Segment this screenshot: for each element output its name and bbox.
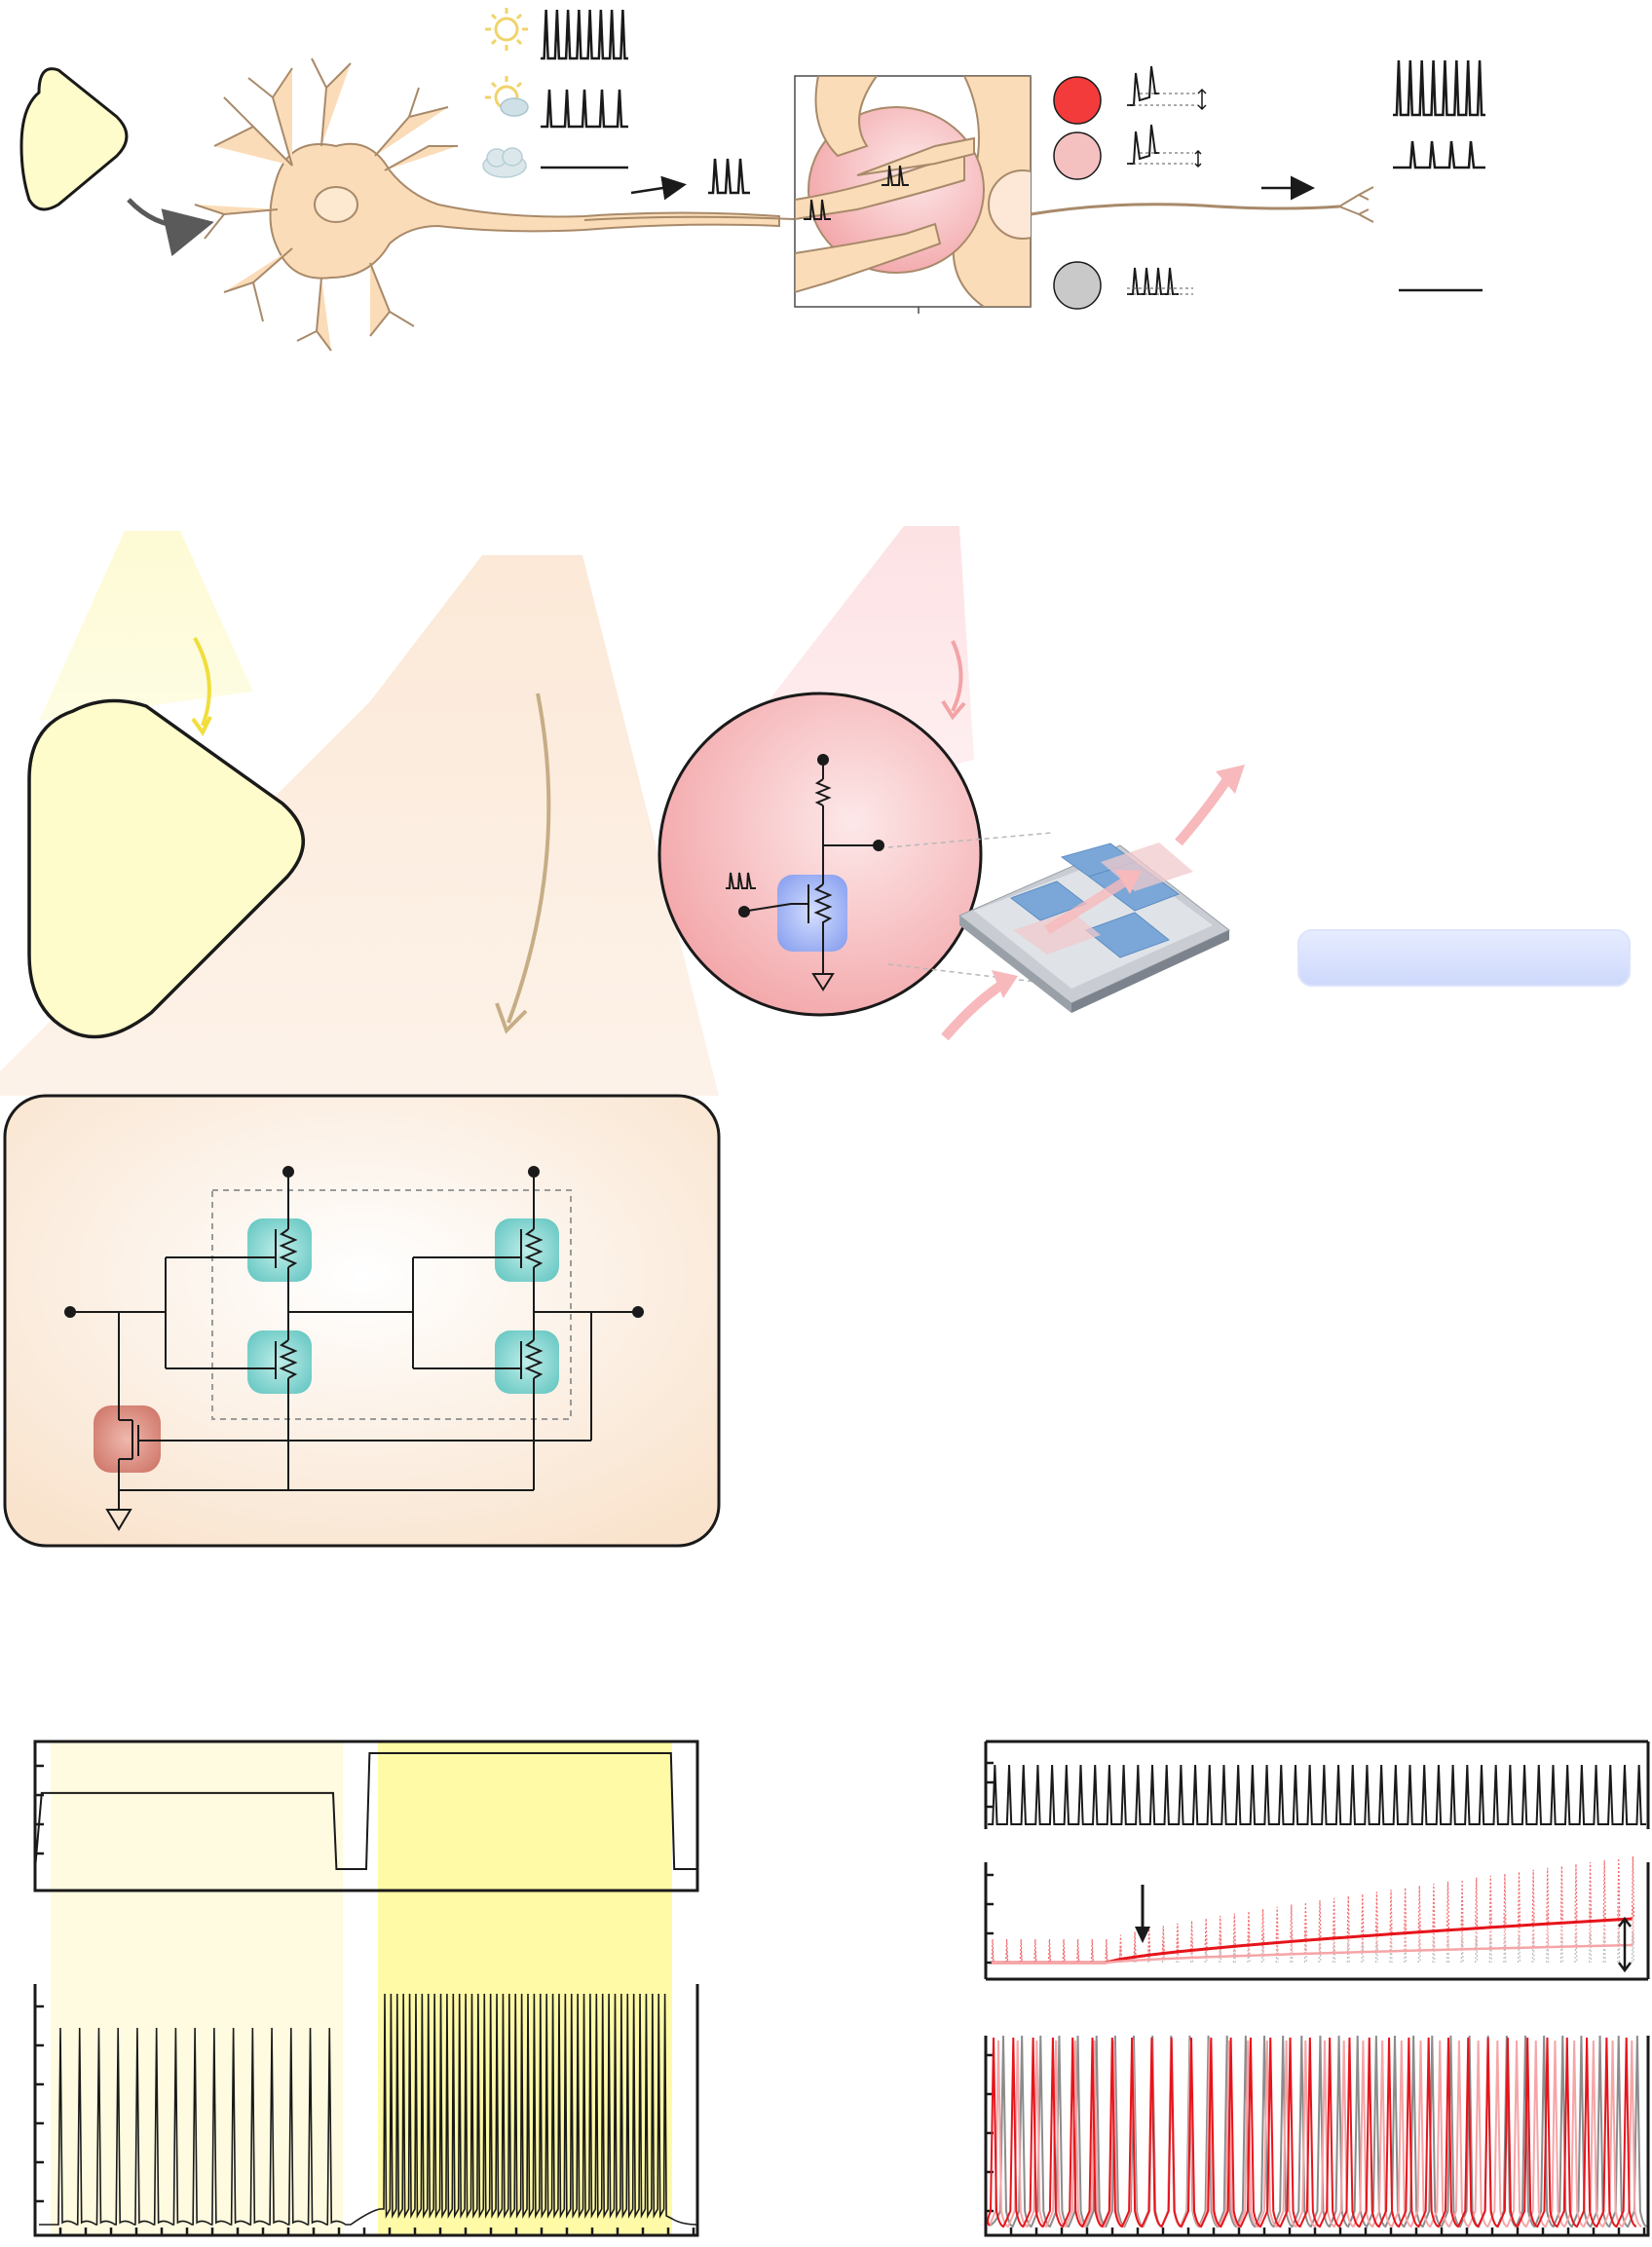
- spikes-medium: [541, 89, 628, 129]
- right-presynaptic-chart: [984, 1740, 1650, 1829]
- light-in-arrow: [941, 979, 1006, 1041]
- right-weight-chart: [984, 1855, 1650, 1981]
- axon-spikes: [708, 158, 750, 195]
- transistor-red: [94, 1405, 161, 1473]
- receptor-shape: [19, 67, 129, 211]
- weight-base-pink: [992, 1943, 1633, 1965]
- double-arrow-icon: [1618, 1916, 1632, 1973]
- neuron-nucleus: [314, 186, 358, 223]
- receptor-to-neuron-arrow: [127, 198, 214, 257]
- memristor-top-left: [247, 1218, 312, 1282]
- synapse-circle: [657, 692, 983, 1017]
- neuron-circuit: [64, 1166, 644, 1531]
- tan-curve-arrow: [507, 693, 551, 1024]
- sun-icon: [485, 8, 528, 51]
- synapse-inset: [794, 75, 1032, 314]
- axon-terminal: [1338, 186, 1374, 223]
- photo-memristor: [777, 875, 847, 952]
- yellow-beam: [39, 531, 253, 721]
- spikes-bright: [541, 9, 628, 60]
- neuron-body: [194, 57, 780, 352]
- middle-circuits: [0, 526, 1631, 1548]
- left-spike-chart: [33, 1984, 699, 2237]
- weak-synapse-trace: [1127, 267, 1193, 295]
- stimulus-trace: [34, 1751, 697, 1870]
- memristor-top-right: [495, 1218, 559, 1282]
- bottom-charts: [33, 1740, 1650, 2237]
- receptor-large: [27, 698, 305, 1039]
- optoelectronic-device: [887, 765, 1245, 1041]
- label-pill: [1297, 929, 1631, 987]
- synapse-circuit: [726, 754, 884, 992]
- weight-base-red: [992, 1917, 1633, 1965]
- output-spikes-strong: [1393, 59, 1485, 117]
- neuron-spike-trace: [39, 1993, 698, 2226]
- strong-synapse-marker: [1053, 76, 1102, 125]
- memristor-bottom-right: [495, 1330, 559, 1394]
- right-output-chart: [984, 2035, 1650, 2237]
- medium-synapse-trace: [1127, 124, 1202, 169]
- memristor-bottom-left: [247, 1330, 312, 1394]
- yellow-curve-arrow: [193, 637, 211, 727]
- axon: [583, 215, 795, 221]
- light-out-arrow: [1175, 776, 1232, 846]
- sun-cloud-icon: [485, 76, 529, 117]
- top-pathway: [19, 8, 1485, 352]
- medium-synapse-marker: [1053, 131, 1102, 180]
- postsynaptic-axon: [1030, 203, 1340, 216]
- output-trace-red: [987, 2037, 1637, 2228]
- pink-curve-arrow: [951, 640, 963, 712]
- cloud-icon: [482, 147, 527, 178]
- axon-arrow: [630, 175, 687, 201]
- presynaptic-spike-trace: [988, 1764, 1646, 1825]
- output-spikes-medium: [1393, 140, 1485, 169]
- weight-trace-red: [991, 1855, 1634, 1964]
- strong-synapse-trace: [1127, 65, 1207, 111]
- neuron-circuit-box: [3, 1094, 721, 1548]
- weak-synapse-marker: [1053, 261, 1102, 310]
- light-path-arrow: [1044, 877, 1128, 935]
